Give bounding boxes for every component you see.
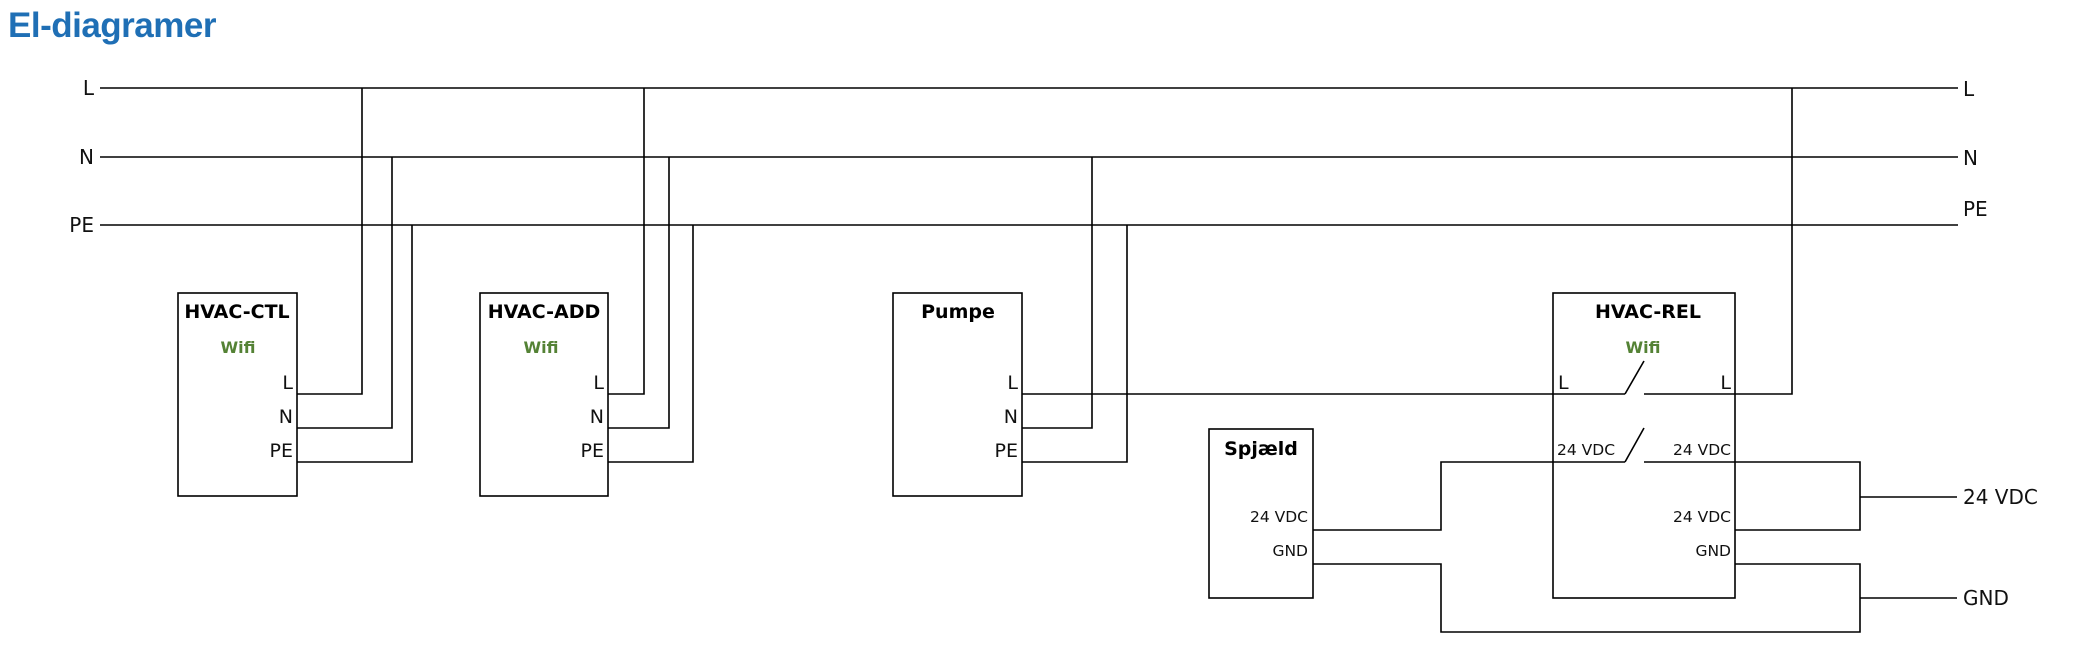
bus-label-right-l: L <box>1963 77 1975 101</box>
wire-l <box>297 88 363 395</box>
device-spjaeld: Spjæld 24 VDC GND <box>1208 428 1861 633</box>
bus-label-left-pe: PE <box>69 213 94 237</box>
device-hvac-add: HVAC-ADD Wifi L N PE <box>479 88 694 497</box>
pin-label-pe: PE <box>270 440 293 462</box>
output-label-24vdc: 24 VDC <box>1963 485 2038 509</box>
device-title: Pumpe <box>921 301 995 323</box>
device-box <box>1552 292 1736 599</box>
device-box <box>892 292 1023 497</box>
wire-n <box>297 157 393 429</box>
wire-pe <box>1022 225 1128 463</box>
pin-label-l-in: L <box>1558 372 1569 394</box>
pin-label-n: N <box>590 406 604 428</box>
device-title: Spjæld <box>1224 438 1298 460</box>
wifi-label: Wifi <box>221 338 256 357</box>
wire-pe <box>297 225 413 463</box>
wire-n <box>608 157 670 429</box>
device-title: HVAC-ADD <box>488 301 601 323</box>
device-box <box>1208 428 1314 599</box>
pin-label-n: N <box>279 406 293 428</box>
pin-label-24vdc-in: 24 VDC <box>1557 441 1615 459</box>
device-box <box>177 292 298 497</box>
wifi-label: Wifi <box>1626 338 1661 357</box>
wire-24vdc-bracket <box>1735 461 1861 531</box>
bus-label-right-n: N <box>1963 146 1978 170</box>
pin-label-l: L <box>593 372 604 394</box>
wire-gnd <box>1313 563 1861 633</box>
pin-label-l-out: L <box>1720 372 1731 394</box>
output-label-gnd: GND <box>1963 586 2009 610</box>
bus-label-right-pe: PE <box>1963 197 1988 221</box>
pin-label-pe: PE <box>581 440 604 462</box>
pin-label-24vdc-out: 24 VDC <box>1673 441 1731 459</box>
wire-pe <box>608 225 694 463</box>
pin-label-n: N <box>1004 406 1018 428</box>
wire-l <box>608 88 645 395</box>
bus-label-left-l: L <box>83 76 95 100</box>
pin-label-24vdc: 24 VDC <box>1250 508 1308 526</box>
pin-label-pe: PE <box>995 440 1018 462</box>
bus-label-left-n: N <box>79 145 94 169</box>
page-title: El-diagramer <box>8 6 216 45</box>
device-title: HVAC-REL <box>1595 301 1701 323</box>
wire-n <box>1022 157 1093 429</box>
wifi-label: Wifi <box>524 338 559 357</box>
device-pumpe: Pumpe L N PE <box>892 157 1553 497</box>
device-hvac-rel: HVAC-REL Wifi L L 24 VDC 24 VDC 24 VDC G… <box>1552 88 1861 599</box>
wire-l-out-to-bus <box>1735 88 1793 395</box>
pin-label-24vdc-supply: 24 VDC <box>1673 508 1731 526</box>
device-title: HVAC-CTL <box>184 301 289 323</box>
pin-label-gnd: GND <box>1272 542 1308 560</box>
device-hvac-ctl: HVAC-CTL Wifi L N PE <box>177 88 413 497</box>
pin-label-l: L <box>282 372 293 394</box>
relay-switch-24vdc-icon <box>1553 427 1735 463</box>
pin-label-l: L <box>1007 372 1018 394</box>
wire-24vdc-to-relay <box>1313 461 1553 531</box>
device-box <box>479 292 609 497</box>
relay-switch-l-icon <box>1553 360 1735 395</box>
pin-label-gnd: GND <box>1695 542 1731 560</box>
